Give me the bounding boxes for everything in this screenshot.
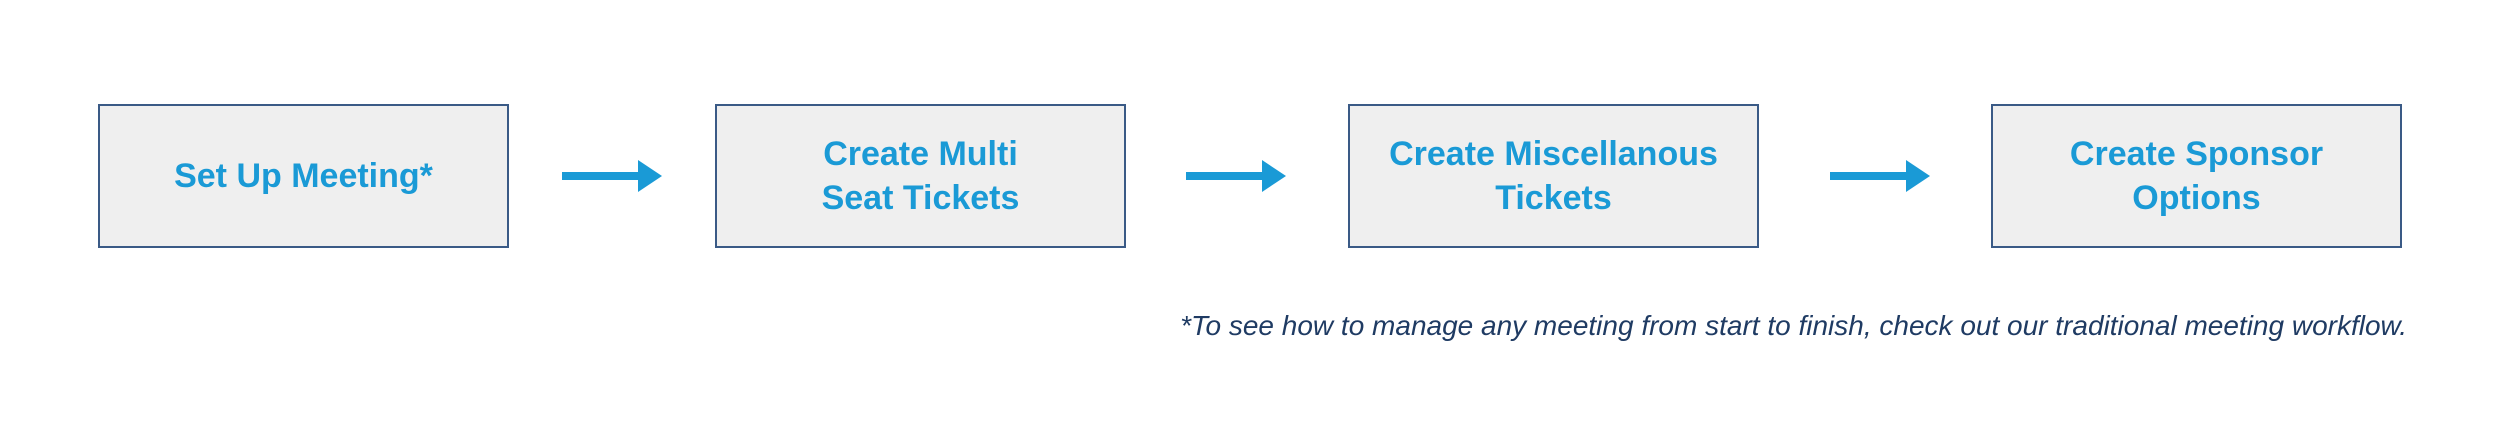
step-label: Set Up Meeting*	[174, 157, 433, 195]
arrow-right-icon	[1830, 160, 1930, 192]
step-create-multi-seat-tickets: Create Multi Seat Tickets	[715, 104, 1126, 248]
arrow-right-icon	[562, 160, 662, 192]
step-label: Create Miscellanous Tickets	[1389, 135, 1718, 217]
step-label: Create Multi Seat Tickets	[821, 135, 1020, 217]
step-label: Create Sponsor Options	[2069, 135, 2324, 217]
step-create-miscellanous-tickets: Create Miscellanous Tickets	[1348, 104, 1759, 248]
footnote: *To see how to manage any meeting from s…	[1180, 310, 2407, 341]
step-create-sponsor-options: Create Sponsor Options	[1991, 104, 2402, 248]
step-set-up-meeting: Set Up Meeting*	[98, 104, 509, 248]
arrow-right-icon	[1186, 160, 1286, 192]
